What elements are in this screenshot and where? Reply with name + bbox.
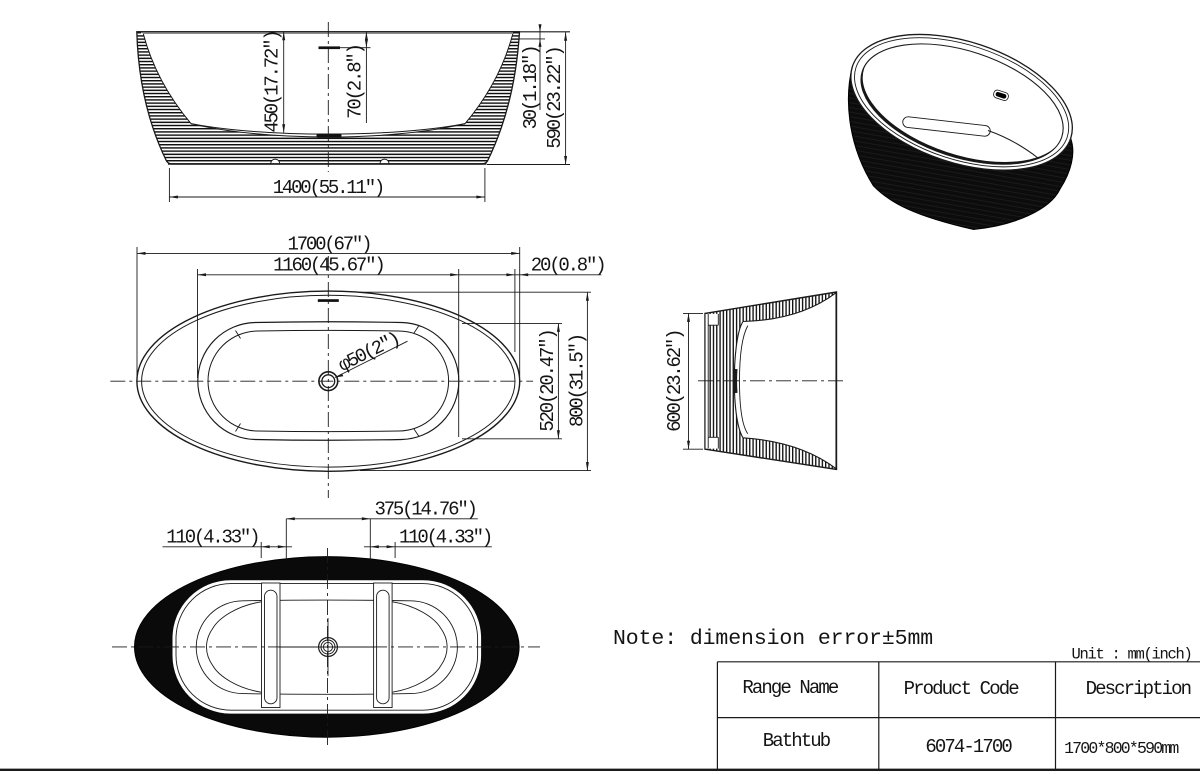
svg-text:30(1.18″): 30(1.18″) — [520, 47, 542, 130]
svg-text:Unit : mm(inch): Unit : mm(inch) — [1071, 646, 1191, 664]
svg-text:600(23.62″): 600(23.62″) — [664, 331, 686, 432]
svg-text:1700*800*590mm: 1700*800*590mm — [1064, 739, 1179, 758]
svg-text:70(2.8″): 70(2.8″) — [345, 45, 367, 119]
svg-text:1160(45.67″): 1160(45.67″) — [273, 255, 383, 277]
svg-text:20(0.8″): 20(0.8″) — [531, 255, 605, 277]
svg-text:Product Code: Product Code — [904, 678, 1020, 700]
svg-text:Bathtub: Bathtub — [763, 730, 831, 752]
svg-text:6074-1700: 6074-1700 — [925, 736, 1012, 758]
svg-text:1700(67″): 1700(67″) — [288, 234, 371, 256]
svg-text:1400(55.11″): 1400(55.11″) — [273, 177, 383, 199]
svg-text:110(4.33″): 110(4.33″) — [399, 527, 491, 549]
svg-text:110(4.33″): 110(4.33″) — [166, 527, 258, 549]
svg-text:Note: dimension error±5mm: Note: dimension error±5mm — [613, 627, 933, 651]
svg-text:Description: Description — [1086, 678, 1191, 700]
svg-text:375(14.76″): 375(14.76″) — [375, 499, 476, 521]
svg-text:Range Name: Range Name — [742, 677, 839, 699]
svg-text:450(17.72″): 450(17.72″) — [262, 31, 284, 132]
svg-text:520(20.47″): 520(20.47″) — [537, 330, 559, 431]
svg-text:800(31.5″): 800(31.5″) — [567, 335, 589, 427]
svg-text:590(23.22″): 590(23.22″) — [544, 47, 566, 148]
